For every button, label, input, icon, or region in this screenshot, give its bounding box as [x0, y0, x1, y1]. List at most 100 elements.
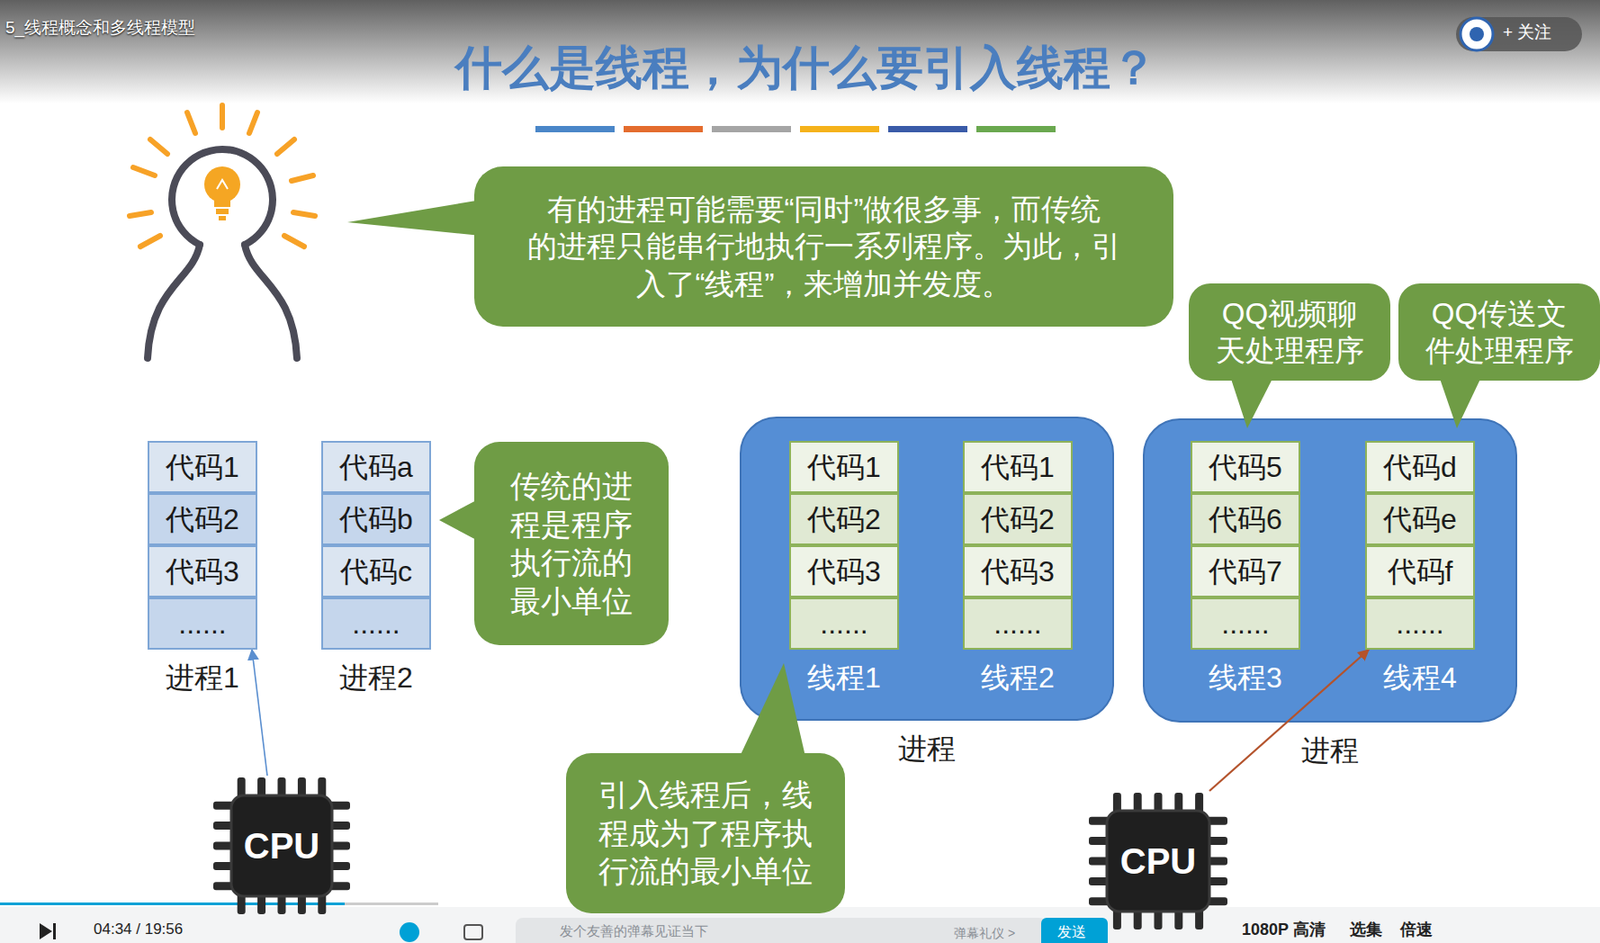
code-text: 代码2: [165, 504, 240, 534]
ui-label: 5_线程概念和多线程模型: [5, 17, 196, 37]
code-stack: 代码a代码b代码c......进程2: [321, 440, 432, 650]
heading-anchor: 线程1: [807, 660, 881, 695]
bubble-body: [474, 166, 1174, 327]
heading-anchor: 进程: [898, 731, 956, 766]
connector-arrow: [251, 649, 268, 776]
code-text: 代码7: [1208, 557, 1283, 586]
bubble-tail: [347, 199, 482, 236]
bulb-glass: [204, 166, 241, 203]
callout-bubble: 引入线程后，线 程成为了程序执 行流的最小单位: [566, 753, 845, 914]
bulb-filament: [216, 179, 228, 189]
process-label: 进程: [1301, 734, 1359, 767]
code-cell: 代码2: [962, 493, 1073, 546]
ray: [187, 112, 196, 134]
code-text: ......: [1395, 609, 1444, 639]
cpu-chip: CPU: [211, 775, 352, 917]
ui-label: 倍速: [1400, 920, 1433, 939]
callout-text: QQ传送文 件处理程序: [1409, 295, 1590, 370]
ray: [219, 105, 225, 128]
code-cell: 代码b: [321, 493, 432, 546]
code-text: 代码b: [339, 504, 414, 534]
code-cell: ......: [147, 597, 258, 650]
code-stack: 代码1代码2代码3......线程2: [962, 440, 1073, 650]
avatar-mark: [1469, 26, 1484, 42]
code-text: ......: [993, 609, 1042, 639]
color-segment: [535, 125, 615, 133]
danmaku-settings-icon: [464, 925, 483, 940]
process-body: [740, 417, 1114, 720]
code-stack: 代码1代码2代码3......进程1: [147, 440, 258, 650]
stack-label: 线程2: [980, 661, 1055, 694]
code-cell: 代码7: [1190, 545, 1301, 598]
callout-text: 引入线程后，线 程成为了程序执 行流的最小单位: [587, 775, 824, 891]
title-area: 什么是线程，为什么要引入线程？: [356, 39, 1257, 96]
bubble-tail: [737, 663, 807, 761]
heading-anchor: 线程4: [1383, 660, 1457, 695]
code-text: ......: [351, 609, 400, 639]
danmaku-input: [515, 917, 1047, 943]
code-cell: ......: [962, 597, 1073, 650]
code-text: 代码3: [807, 557, 881, 586]
bubble-body: [1398, 283, 1600, 381]
callout-bubble: 有的进程可能需要“同时”做很多事，而传统 的进程只能串行地执行一系列程序。为此，…: [474, 166, 1174, 327]
ray: [140, 235, 161, 247]
ui-label: 发个友善的弹幕见证当下: [559, 923, 709, 939]
next-icon: [53, 923, 56, 940]
ui-label: 弹幕礼仪 >: [953, 925, 1016, 941]
code-text: ......: [178, 609, 226, 639]
color-segment: [623, 125, 703, 133]
code-text: 代码3: [165, 557, 240, 586]
cpu-label: CPU: [1120, 843, 1196, 880]
ray: [249, 112, 258, 134]
code-cell: 代码2: [789, 493, 899, 546]
callout-bubble: QQ视频聊 天处理程序: [1188, 283, 1391, 381]
heading-anchor: 线程2: [980, 660, 1055, 695]
ray: [150, 139, 168, 154]
code-cell: ......: [789, 597, 899, 650]
color-bar: [535, 125, 1056, 133]
code-cell: 代码f: [1365, 545, 1475, 598]
code-text: 代码6: [1208, 504, 1283, 534]
heading-anchor: 进程: [1301, 733, 1359, 768]
cpu-label: CPU: [243, 827, 320, 864]
code-stack: 代码5代码6代码7......线程3: [1190, 440, 1301, 650]
ray: [291, 175, 314, 181]
callout-text: 有的进程可能需要“同时”做很多事，而传统 的进程只能串行地执行一系列程序。为此，…: [501, 190, 1147, 303]
code-cell: 代码c: [321, 545, 432, 598]
callout-text: 传统的进 程是程序 执行流的 最小单位: [501, 467, 642, 621]
code-text: 代码2: [807, 504, 881, 534]
follow-pill: [1456, 17, 1583, 52]
code-text: 代码a: [339, 452, 414, 482]
play-icon: [39, 923, 53, 940]
bubble-body: [566, 753, 845, 914]
ray: [129, 212, 152, 216]
head-outline: [147, 149, 297, 359]
bulb-tip: [218, 215, 226, 221]
code-cell: 代码2: [147, 493, 258, 546]
bubble-body: [474, 441, 669, 646]
label-anchor: 倍速: [1400, 920, 1433, 941]
code-text: 代码f: [1387, 557, 1454, 586]
callout-bubble: 传统的进 程是程序 执行流的 最小单位: [474, 441, 669, 646]
heading-anchor: 进程1: [165, 660, 240, 695]
code-cell: 代码5: [1190, 440, 1301, 494]
progress-track: [0, 902, 439, 906]
progress-played: [0, 902, 345, 906]
chip-body: [231, 795, 333, 897]
slide-title: 什么是线程，为什么要引入线程？: [455, 39, 1158, 96]
heading-anchor: 线程3: [1208, 660, 1283, 695]
stack-label: 线程3: [1208, 661, 1283, 694]
code-text: 代码2: [980, 504, 1055, 534]
code-text: 代码1: [980, 452, 1055, 482]
ray: [133, 167, 155, 176]
code-cell: ......: [321, 597, 432, 650]
process-box: 代码1代码2代码3......线程1代码1代码2代码3......线程2进程: [739, 416, 1115, 721]
callout-text: QQ视频聊 天处理程序: [1199, 295, 1380, 370]
code-text: 代码1: [807, 452, 881, 482]
danmaku-toggle: [399, 922, 420, 943]
code-cell: 代码3: [147, 545, 258, 598]
label-anchor: + 关注: [1502, 22, 1552, 44]
